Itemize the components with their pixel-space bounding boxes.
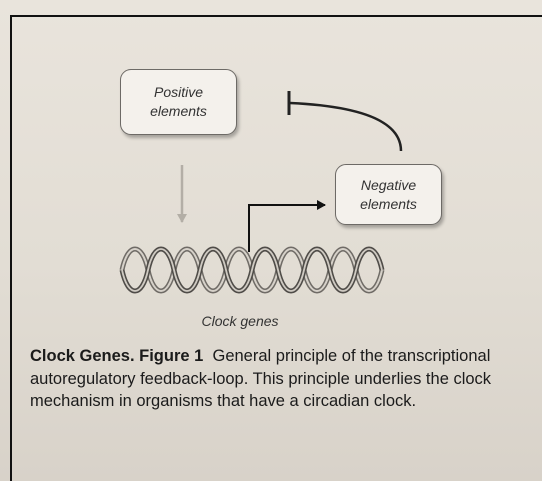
inhibition-arrow xyxy=(289,101,403,152)
frame-border-left xyxy=(10,15,12,481)
figure-caption: Clock Genes. Figure 1 General principle … xyxy=(30,345,530,413)
transcription-arrow xyxy=(248,200,326,252)
positive-elements-box: Positive elements xyxy=(120,69,237,135)
caption-text: General principle of the transcriptional… xyxy=(30,347,492,410)
negative-elements-box: Negative elements xyxy=(335,164,442,225)
negative-elements-label: Negative elements xyxy=(360,176,417,212)
caption-heading: Clock Genes. Figure 1 xyxy=(30,347,204,365)
dna-helix xyxy=(119,246,385,294)
positive-elements-label: Positive elements xyxy=(150,84,207,119)
frame-border-top xyxy=(10,15,542,17)
clock-genes-label: Clock genes xyxy=(201,313,279,329)
